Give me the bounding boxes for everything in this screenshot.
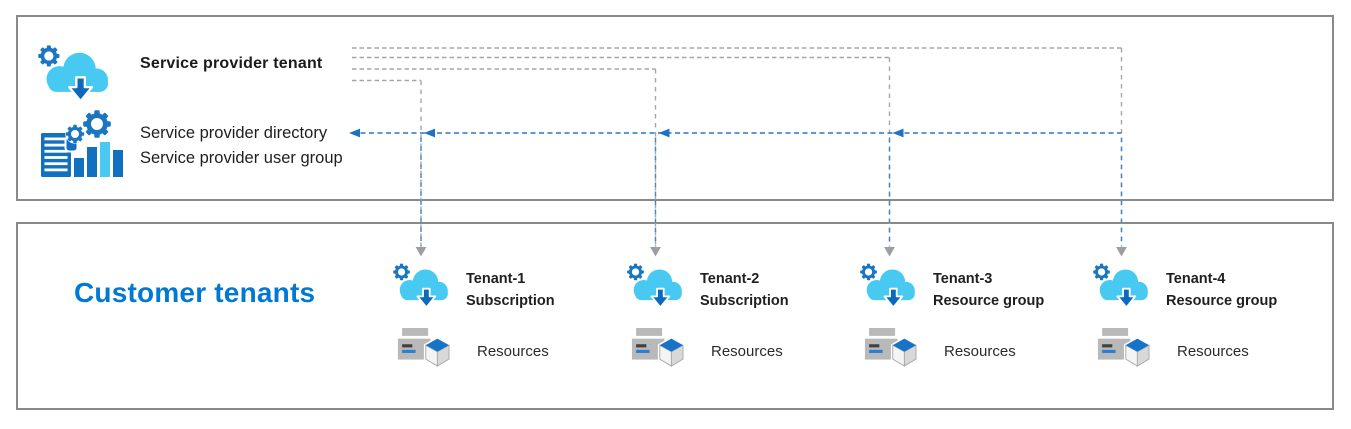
tenant-scope: Resource group (933, 292, 1045, 309)
resources-label: Resources (1177, 343, 1249, 360)
tenant-column-1: Tenant-1 Subscription Resources (395, 240, 625, 380)
service-provider-user-group-label: Service provider user group (140, 149, 343, 167)
tenant-column-4: Tenant-4 Resource group Resources (1095, 240, 1325, 380)
tenant-name: Tenant-2 (700, 271, 760, 287)
resources-label: Resources (944, 343, 1016, 360)
tenant-cloud-gear-icon (392, 262, 452, 311)
resources-label: Resources (477, 343, 549, 360)
resources-label: Resources (711, 343, 783, 360)
resources-icon (864, 328, 917, 367)
tenant-label: Tenant-2 Subscription (700, 269, 789, 312)
tenant-column-3: Tenant-3 Resource group Resources (862, 240, 1092, 380)
tenant-cloud-gear-icon (626, 262, 686, 311)
service-provider-directory-label: Service provider directory (140, 124, 328, 142)
service-provider-tenant-box (16, 15, 1334, 201)
tenant-name: Tenant-3 (933, 271, 993, 287)
directory-user-group-icon (41, 110, 125, 177)
resources-icon (631, 328, 684, 367)
tenant-name: Tenant-4 (1166, 271, 1226, 287)
tenant-scope: Subscription (466, 292, 555, 309)
tenant-scope: Subscription (700, 292, 789, 309)
tenant-label: Tenant-1 Subscription (466, 269, 555, 312)
tenant-scope: Resource group (1166, 292, 1278, 309)
service-provider-cloud-gear-icon (37, 43, 113, 106)
customer-tenants-title: Customer tenants (74, 277, 316, 308)
tenant-label: Tenant-4 Resource group (1166, 269, 1277, 312)
tenant-column-2: Tenant-2 Subscription Resources (629, 240, 859, 380)
resources-icon (397, 328, 450, 367)
tenant-cloud-gear-icon (1092, 262, 1152, 311)
service-provider-tenant-label: Service provider tenant (140, 55, 323, 72)
tenant-label: Tenant-3 Resource group (933, 269, 1044, 312)
customer-tenants-box (16, 222, 1334, 410)
tenant-name: Tenant-1 (466, 271, 526, 287)
tenant-cloud-gear-icon (859, 262, 919, 311)
resources-icon (1097, 328, 1150, 367)
